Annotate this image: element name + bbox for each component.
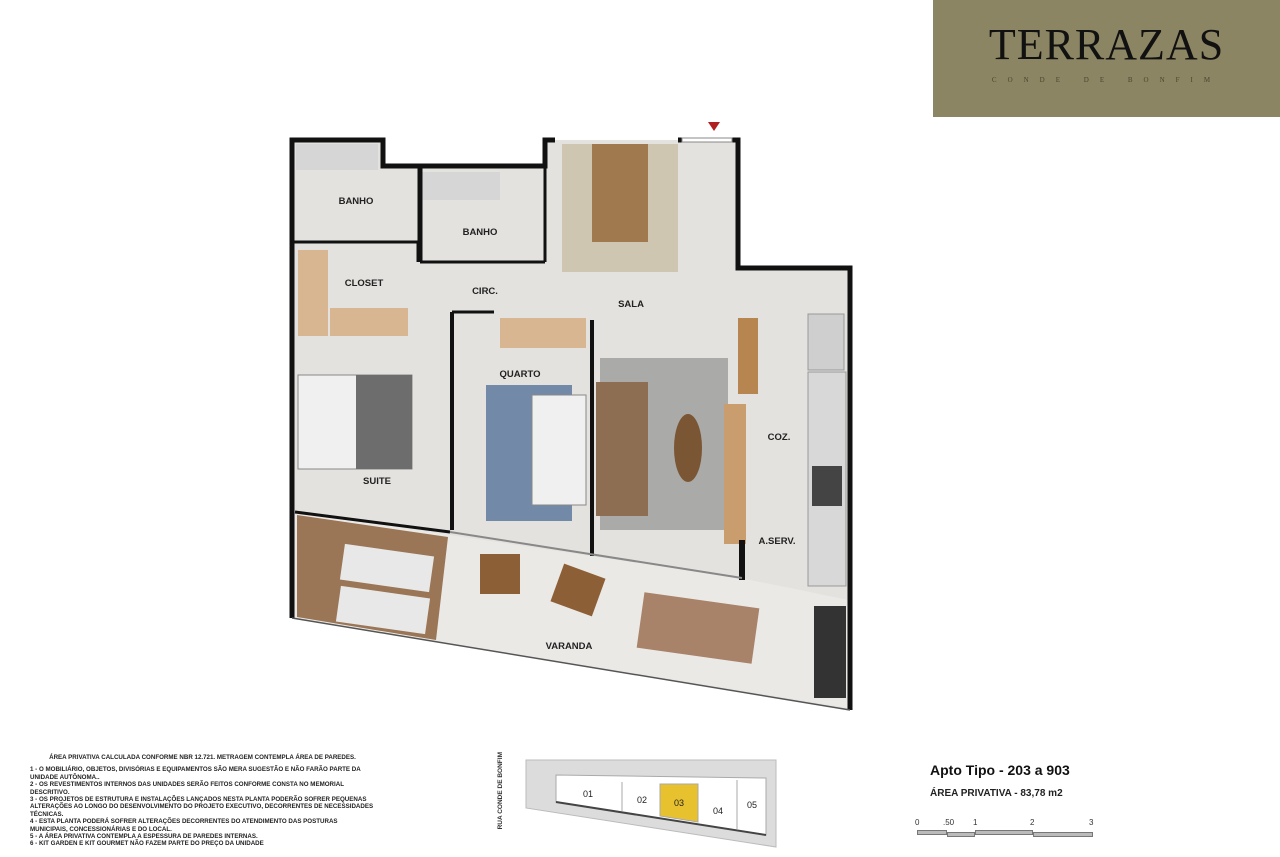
scale-segment: [947, 832, 975, 837]
lounger-1: [339, 543, 435, 593]
coffee-table: [674, 414, 702, 482]
quarto-wardrobe: [500, 318, 586, 348]
varanda-table: [636, 592, 760, 664]
bottom-edge: [291, 617, 851, 711]
note-item: 1 - O MOBILIÁRIO, OBJETOS, DIVISÓRIAS E …: [30, 766, 361, 781]
scale-tick: 0: [915, 818, 920, 827]
grill: [814, 606, 846, 698]
scale-tick: 1: [973, 818, 978, 827]
sofa: [596, 382, 648, 516]
key-plan: 01 02 03 04 05: [525, 759, 777, 848]
room-label-closet: CLOSET: [345, 278, 384, 289]
entry-arrow-icon: [708, 122, 720, 131]
scale-segment: [1033, 832, 1093, 837]
scale-tick: .50: [943, 818, 955, 827]
armchair-2: [550, 563, 606, 617]
unit-01: 01: [583, 789, 593, 799]
lounger-2: [335, 585, 431, 635]
dining-table: [592, 144, 648, 242]
fridge: [807, 313, 845, 371]
room-label-area-servico: A.SERV.: [759, 536, 796, 547]
note-item: 4 - ESTA PLANTA PODERÁ SOFRER ALTERAÇÕES…: [30, 818, 338, 833]
private-area: ÁREA PRIVATIVA - 83,78 m2: [930, 788, 1063, 799]
bath-vanity-1: [296, 144, 378, 170]
armchair-1: [480, 554, 520, 594]
tv-panel: [724, 404, 746, 544]
unit-04: 04: [713, 806, 723, 816]
key-plan-unit-03: [659, 783, 699, 823]
note-item: 5 - A ÁREA PRIVATIVA CONTEMPLA A ESPESSU…: [30, 833, 258, 841]
unit-05: 05: [747, 800, 757, 810]
apartment-type: Apto Tipo - 203 a 903: [930, 762, 1070, 778]
wall-bath1: [292, 240, 420, 262]
room-label-circ: CIRC.: [472, 286, 498, 297]
room-label-suite: SUITE: [363, 476, 391, 487]
note-item: 6 - KIT GARDEN E KIT GOURMET NÃO FAZEM P…: [30, 840, 264, 848]
closet-shelf-2: [330, 308, 408, 336]
cooktop: [812, 466, 842, 506]
note-item: 2 - OS REVESTIMENTOS INTERNOS DAS UNIDAD…: [30, 781, 344, 796]
scale-segment: [975, 830, 1033, 835]
wall-suite-bottom: [294, 510, 451, 534]
bath-vanity-2: [422, 172, 500, 200]
scale-tick: 2: [1030, 818, 1035, 827]
room-label-varanda: VARANDA: [546, 641, 593, 652]
unit-02: 02: [637, 795, 647, 805]
bar-counter: [738, 318, 758, 394]
suite-bed-cover: [356, 375, 412, 469]
logo-subtitle: CONDE DE BONFIM: [991, 76, 1222, 84]
unit-03: 03: [674, 798, 684, 808]
outer-wall: [289, 137, 423, 618]
entry-door: [681, 137, 733, 143]
note-item: 3 - OS PROJETOS DE ESTRUTURA E INSTALAÇÕ…: [30, 796, 374, 818]
street-label: RUA CONDE DE BONFIM: [497, 752, 504, 830]
scale-bar: 0 .50 1 2 3: [915, 818, 1095, 838]
room-label-cozinha: COZ.: [768, 432, 791, 443]
room-label-banho-social: BANHO: [463, 227, 498, 238]
quarto-bed: [531, 394, 587, 506]
key-plan-facade: [555, 801, 767, 836]
scale-segment: [917, 830, 947, 835]
outer-wall-bath2: [420, 137, 555, 169]
room-label-quarto: QUARTO: [500, 369, 541, 380]
room-label-banho-suite: BANHO: [339, 196, 374, 207]
scale-tick: 3: [1089, 818, 1094, 827]
varanda-glazing: [449, 531, 743, 579]
room-label-sala: SALA: [618, 299, 644, 310]
notes-header: ÁREA PRIVATIVA CALCULADA CONFORME NBR 12…: [49, 754, 356, 761]
closet-shelf: [298, 250, 328, 336]
notes: ÁREA PRIVATIVA CALCULADA CONFORME NBR 12…: [30, 754, 375, 848]
logo-name: TERRAZAS: [988, 20, 1225, 69]
terrazas-logo: TERRAZAS CONDE DE BONFIM: [933, 0, 1280, 117]
